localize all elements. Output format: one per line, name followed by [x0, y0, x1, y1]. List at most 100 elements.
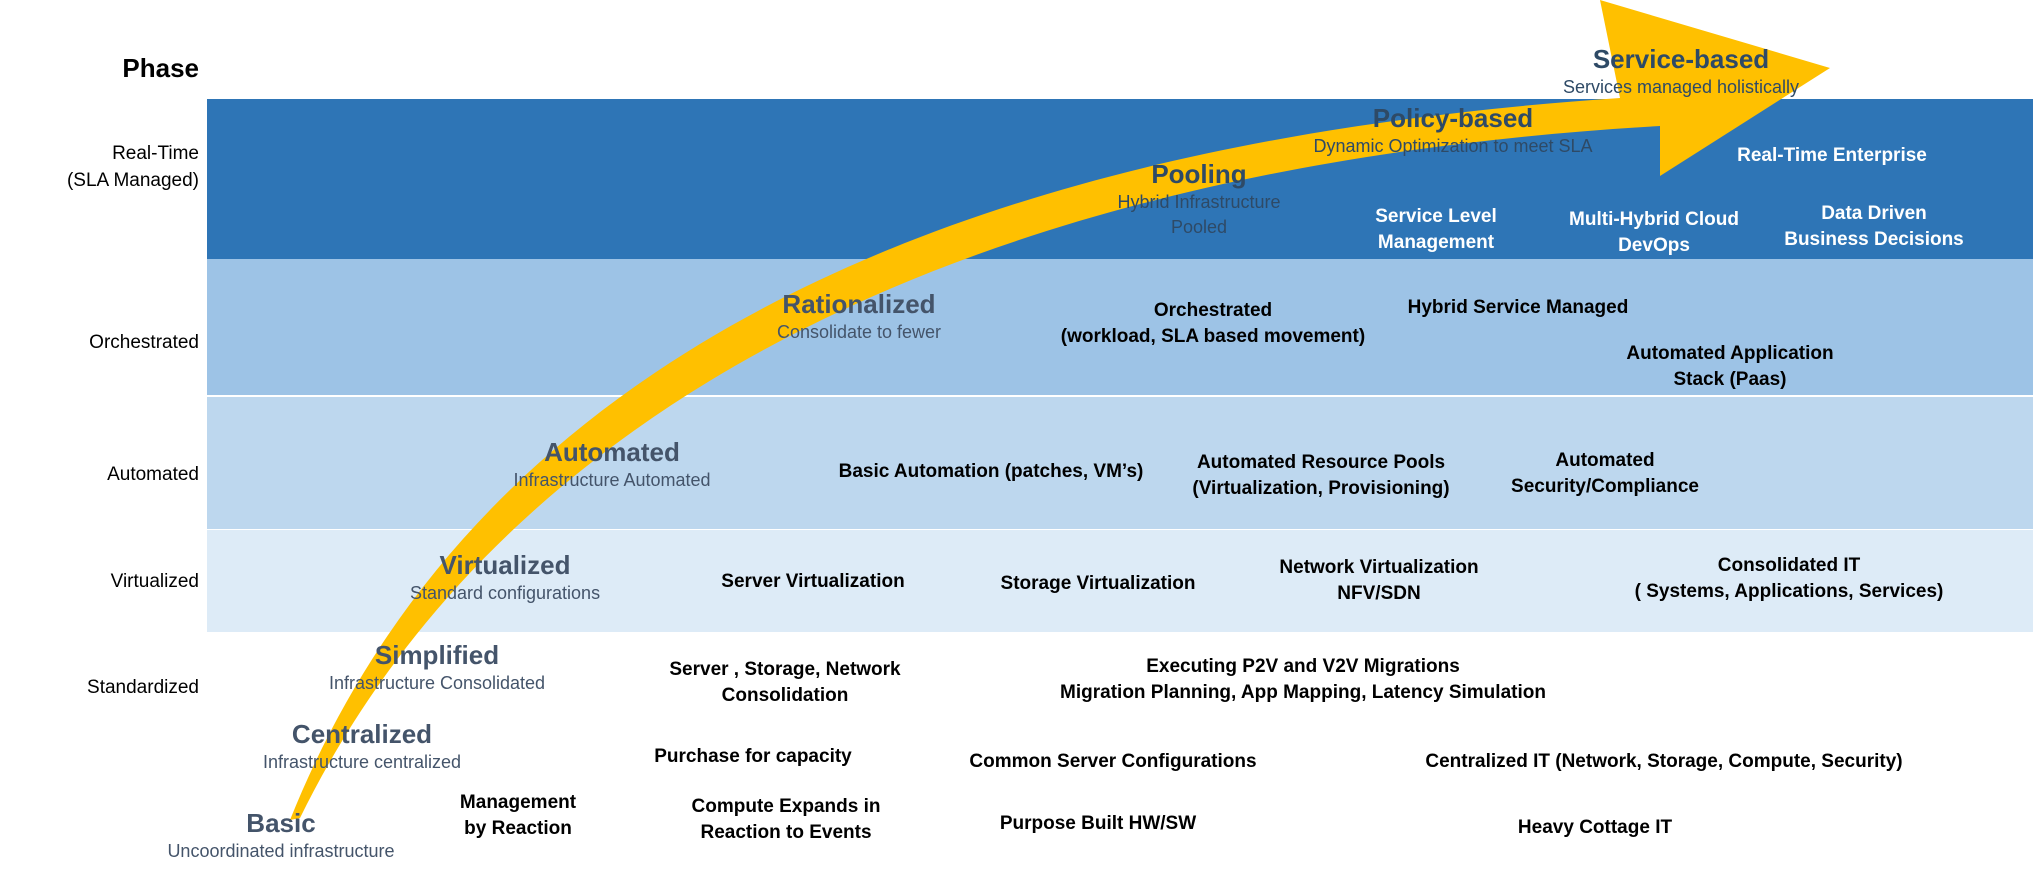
item-line: Server , Storage, Network — [669, 659, 901, 680]
item-network-virtualization: Network Virtualization NFV/SDN — [1279, 555, 1478, 607]
item-line: Network Virtualization — [1279, 557, 1479, 578]
maturity-arrow-shape — [290, 0, 1830, 820]
item-line: Hybrid Service Managed — [1407, 297, 1629, 318]
item-line: Purpose Built HW/SW — [999, 813, 1197, 834]
phase-header: Phase — [122, 53, 199, 83]
row-label-line: Automated — [107, 464, 199, 485]
item-automated-security: Automated Security/Compliance — [1511, 448, 1699, 500]
row-label-standardized: Standardized — [87, 674, 199, 701]
item-line: Migration Planning, App Mapping, Latency… — [1060, 682, 1546, 703]
stage-subtitle: Uncoordinated infrastructure — [167, 841, 395, 861]
stage-pooling: Pooling Hybrid Infrastructure Pooled — [1117, 159, 1280, 240]
stage-subtitle: Infrastructure centralized — [262, 752, 462, 772]
item-automated-resource-pools: Automated Resource Pools (Virtualization… — [1192, 450, 1449, 502]
item-line: Common Server Configurations — [969, 751, 1257, 772]
stage-virtualized: Virtualized Standard configurations — [410, 550, 600, 606]
stage-rationalized: Rationalized Consolidate to fewer — [777, 289, 941, 345]
stage-title: Policy-based — [1372, 103, 1534, 133]
item-line: Automated Application — [1626, 343, 1834, 364]
stage-title: Basic — [246, 808, 316, 838]
item-heavy-cottage-it: Heavy Cottage IT — [1518, 815, 1672, 841]
item-server-virtualization: Server Virtualization — [721, 569, 904, 595]
item-line: Management — [459, 792, 577, 813]
item-line: Centralized IT (Network, Storage, Comput… — [1425, 751, 1903, 772]
item-line: Stack (Paas) — [1673, 369, 1787, 390]
item-basic-automation: Basic Automation (patches, VM’s) — [839, 459, 1144, 485]
stage-centralized: Centralized Infrastructure centralized — [263, 719, 461, 775]
row-label-line: Standardized — [87, 677, 199, 698]
item-line: Automated Resource Pools — [1196, 452, 1446, 473]
row-label-orchestrated: Orchestrated — [89, 329, 199, 356]
item-line: (workload, SLA based movement) — [1060, 326, 1366, 347]
item-line: Heavy Cottage IT — [1517, 817, 1673, 838]
stage-subtitle: Hybrid Infrastructure — [1117, 192, 1281, 212]
item-line: Purchase for capacity — [654, 746, 852, 767]
item-common-server-configurations: Common Server Configurations — [969, 749, 1256, 775]
item-automated-application-stack: Automated Application Stack (Paas) — [1626, 341, 1833, 393]
item-consolidated-it: Consolidated IT ( Systems, Applications,… — [1635, 553, 1944, 605]
row-label-real-time: Real-Time (SLA Managed) — [67, 140, 199, 194]
item-line: (Virtualization, Provisioning) — [1192, 478, 1450, 499]
item-line: Data Driven — [1821, 203, 1927, 224]
stage-automated: Automated Infrastructure Automated — [513, 437, 710, 493]
stage-title: Simplified — [374, 640, 500, 670]
item-real-time-enterprise: Real-Time Enterprise — [1737, 143, 1927, 169]
row-label-line: Orchestrated — [89, 332, 199, 353]
stage-title: Rationalized — [782, 289, 936, 319]
stage-service-based: Service-based Services managed holistica… — [1563, 44, 1799, 100]
row-label-line: Virtualized — [110, 571, 199, 592]
stage-title: Service-based — [1592, 44, 1770, 74]
stage-title: Pooling — [1151, 159, 1247, 189]
stage-policy-based: Policy-based Dynamic Optimization to mee… — [1313, 103, 1592, 159]
stage-subtitle-2: Pooled — [1170, 217, 1228, 237]
item-line: DevOps — [1618, 235, 1690, 256]
item-line: by Reaction — [464, 818, 572, 839]
item-line: Business Decisions — [1784, 229, 1964, 250]
item-line: Reaction to Events — [700, 822, 872, 843]
row-label-line: (SLA Managed) — [66, 170, 199, 191]
item-line: Orchestrated — [1153, 300, 1273, 321]
stage-title: Automated — [544, 437, 680, 467]
band-virtualized — [207, 530, 2033, 632]
stage-subtitle: Infrastructure Consolidated — [328, 673, 546, 693]
item-line: Consolidated IT — [1717, 555, 1861, 576]
item-line: Compute Expands in — [691, 796, 881, 817]
item-multi-hybrid-cloud: Multi-Hybrid Cloud DevOps — [1569, 207, 1739, 259]
item-line: NFV/SDN — [1337, 583, 1421, 604]
item-line: Consolidation — [721, 685, 849, 706]
stage-subtitle: Standard configurations — [409, 583, 601, 603]
item-orchestrated-workload: Orchestrated (workload, SLA based moveme… — [1061, 298, 1365, 350]
item-line: Automated — [1555, 450, 1655, 471]
row-label-line: Real-Time — [112, 143, 199, 164]
item-data-driven: Data Driven Business Decisions — [1784, 201, 1964, 253]
stage-subtitle: Infrastructure Automated — [513, 470, 711, 490]
item-line: Multi-Hybrid Cloud — [1569, 209, 1739, 230]
stage-title: Virtualized — [439, 550, 571, 580]
stage-subtitle: Services managed holistically — [1562, 77, 1800, 97]
item-server-storage-network: Server , Storage, Network Consolidation — [669, 657, 900, 709]
item-hybrid-service-managed: Hybrid Service Managed — [1408, 295, 1629, 321]
item-line: Basic Automation (patches, VM’s) — [838, 461, 1144, 482]
stage-simplified: Simplified Infrastructure Consolidated — [329, 640, 545, 696]
item-line: Server Virtualization — [721, 571, 905, 592]
band-orchestrated — [207, 259, 2033, 395]
item-management-by-reaction: Management by Reaction — [460, 790, 576, 842]
item-line: Storage Virtualization — [1000, 573, 1196, 594]
stage-subtitle: Dynamic Optimization to meet SLA — [1313, 136, 1593, 156]
item-line: Security/Compliance — [1511, 476, 1699, 497]
item-purchase-for-capacity: Purchase for capacity — [654, 744, 851, 770]
stage-subtitle: Consolidate to fewer — [776, 322, 942, 342]
item-line: Executing P2V and V2V Migrations — [1146, 656, 1460, 677]
item-executing-migrations: Executing P2V and V2V Migrations Migrati… — [1060, 654, 1546, 706]
item-line: Service Level — [1375, 206, 1497, 227]
item-service-level-management: Service Level Management — [1375, 204, 1496, 256]
item-line: Real-Time Enterprise — [1737, 145, 1927, 166]
item-centralized-it: Centralized IT (Network, Storage, Comput… — [1425, 749, 1902, 775]
item-compute-expands: Compute Expands in Reaction to Events — [692, 794, 881, 846]
stage-title: Centralized — [291, 719, 433, 749]
row-label-automated: Automated — [107, 461, 199, 488]
item-purpose-built: Purpose Built HW/SW — [1000, 811, 1196, 837]
item-storage-virtualization: Storage Virtualization — [1001, 571, 1196, 597]
